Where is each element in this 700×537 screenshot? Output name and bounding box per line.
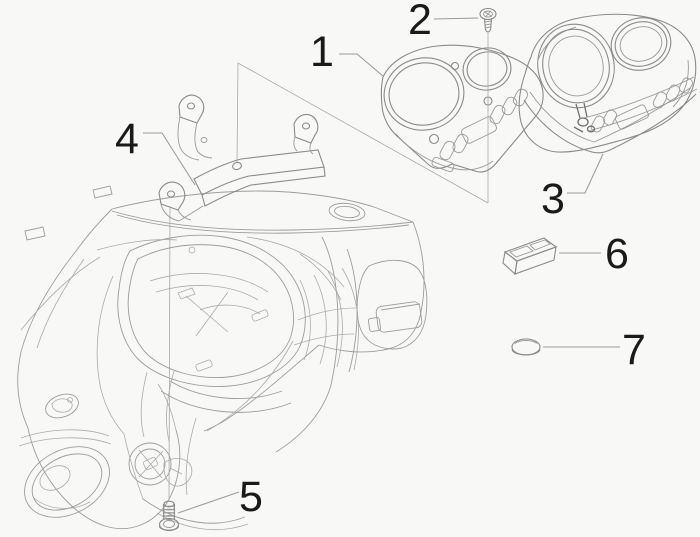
projection-lines (168, 31, 489, 501)
leader-4 (143, 132, 196, 186)
leader-lines (143, 17, 620, 514)
bracket-hole (301, 122, 311, 130)
part-3-instrument-cluster (518, 13, 698, 154)
part-1-dashboard-panel (380, 44, 544, 173)
display-window (461, 116, 497, 144)
part-2-screw (479, 7, 497, 33)
part-7-rubber-cap (511, 338, 541, 356)
odometer-window (615, 104, 649, 130)
speedometer-opening (383, 57, 465, 131)
panel-hole (450, 61, 460, 71)
part-5-screw (158, 500, 180, 532)
leader-3 (567, 153, 604, 194)
leader-1 (339, 53, 384, 77)
bracket-center-hole (232, 161, 242, 171)
callout-labels: 1 2 3 4 5 6 7 (115, 0, 646, 521)
bracket-hole (166, 190, 176, 198)
bracket-hole (186, 102, 196, 110)
leader-5 (177, 491, 240, 514)
part-6-blanking-plug (502, 237, 558, 276)
gauge-dial (610, 17, 672, 71)
trip-reset-knob (577, 117, 589, 127)
callout-6: 6 (605, 230, 629, 278)
callout-2: 2 (408, 0, 432, 44)
callout-1: 1 (310, 28, 334, 76)
part-4-support-bracket (158, 94, 326, 222)
callout-5: 5 (239, 473, 263, 521)
speedometer-dial (537, 23, 615, 109)
handlebar-cover-drawing (17, 185, 428, 531)
callout-3: 3 (541, 175, 565, 223)
callout-7: 7 (622, 326, 646, 374)
panel-hole (428, 133, 440, 145)
leader-2 (433, 17, 479, 20)
callout-4: 4 (115, 115, 139, 163)
gauge-opening (462, 47, 512, 91)
